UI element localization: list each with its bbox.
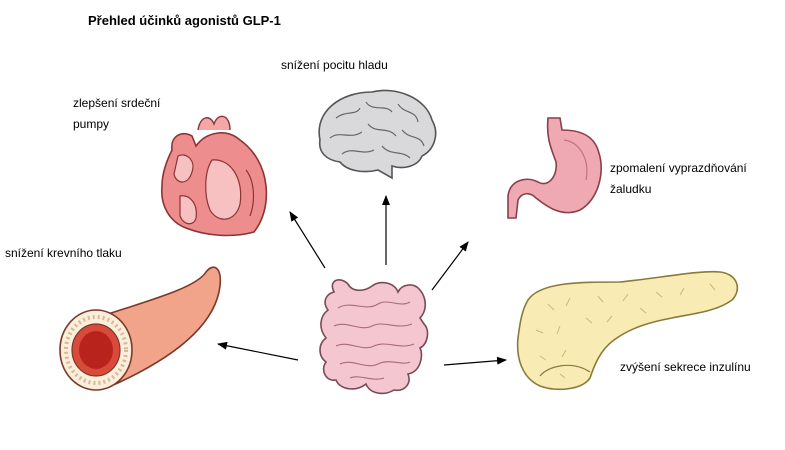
- arrow-to-vessel: [217, 341, 299, 361]
- heart-icon: [161, 115, 268, 237]
- stomach-icon: [507, 117, 602, 219]
- diagram-title: Přehled účinků agonistů GLP-1: [88, 13, 281, 28]
- arrow-to-pancreas: [443, 356, 507, 366]
- pancreas-icon: [516, 270, 739, 391]
- label-insulin: zvýšení sekrece inzulínu: [620, 360, 751, 374]
- label-heart-line1: zlepšení srdeční: [73, 96, 161, 110]
- brain-icon: [318, 89, 437, 180]
- label-gastric-line2: žaludku: [610, 182, 652, 196]
- intestine-icon: [319, 279, 429, 395]
- label-heart-line2: pumpy: [73, 117, 110, 131]
- label-hunger: snížení pocitu hladu: [281, 58, 388, 72]
- arrow-to-heart: [289, 211, 326, 269]
- arrows: [217, 195, 507, 366]
- arrow-to-stomach: [431, 241, 469, 291]
- label-blood-pressure: snížení krevního tlaku: [5, 246, 122, 260]
- label-gastric-line1: zpomalení vyprazdňování: [610, 161, 747, 175]
- blood-vessel-icon: [59, 266, 222, 391]
